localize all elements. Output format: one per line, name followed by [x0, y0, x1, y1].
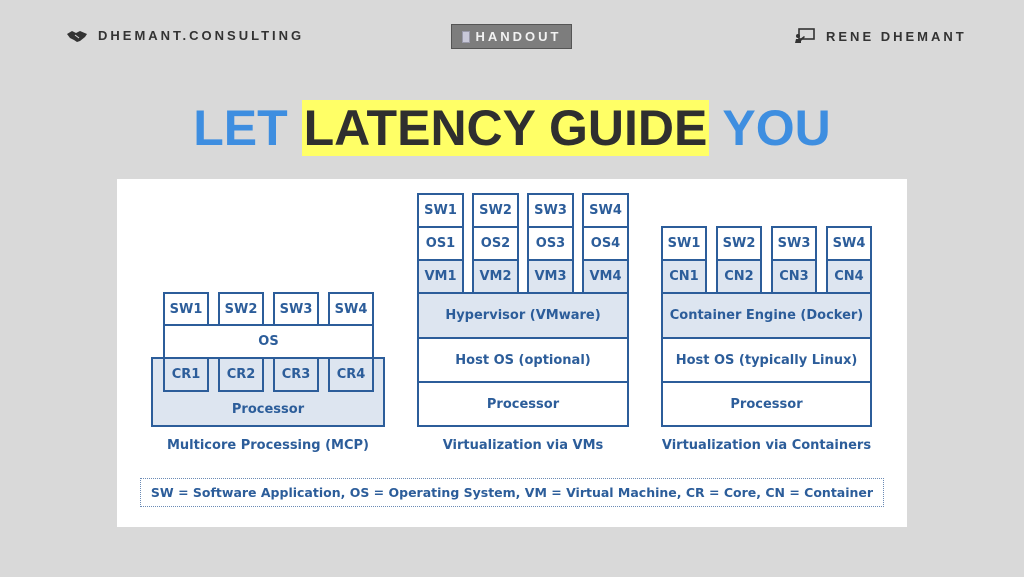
handout-badge: HANDOUT: [451, 24, 572, 49]
document-icon: [461, 30, 470, 43]
cn-sw2: SW2: [716, 226, 762, 261]
cn-cn1: CN1: [661, 259, 707, 294]
vm-os2: OS2: [472, 226, 519, 261]
cn-cn3: CN3: [771, 259, 817, 294]
mcp-sw3: SW3: [273, 292, 319, 326]
vm-host-os: Host OS (optional): [417, 337, 629, 383]
mcp-cr1: CR1: [163, 357, 209, 392]
cn-cn2: CN2: [716, 259, 762, 294]
mcp-cr4: CR4: [328, 357, 374, 392]
abbreviation-legend: SW = Software Application, OS = Operatin…: [140, 478, 884, 507]
mcp-sw4: SW4: [328, 292, 374, 326]
vm-vm4: VM4: [582, 259, 629, 294]
handout-label: HANDOUT: [475, 29, 562, 44]
cn-caption: Virtualization via Containers: [661, 438, 872, 453]
vm-os3: OS3: [527, 226, 574, 261]
vm-vm3: VM3: [527, 259, 574, 294]
mcp-cr2: CR2: [218, 357, 264, 392]
author-name: RENE DHEMANT: [826, 28, 967, 44]
vm-vm2: VM2: [472, 259, 519, 294]
cn-engine: Container Engine (Docker): [661, 292, 872, 339]
brand-name: DHEMANT.CONSULTING: [98, 28, 305, 43]
author: RENE DHEMANT: [794, 28, 967, 44]
mcp-caption: Multicore Processing (MCP): [166, 438, 369, 453]
page-title: LET LATENCY GUIDE YOU: [0, 97, 1024, 159]
mcp-sw2: SW2: [218, 292, 264, 326]
vm-sw3: SW3: [527, 193, 574, 228]
mcp-os: OS: [163, 324, 374, 359]
vm-caption: Virtualization via VMs: [442, 438, 604, 453]
cn-host-os: Host OS (typically Linux): [661, 337, 872, 383]
mcp-sw1: SW1: [163, 292, 209, 326]
vm-sw4: SW4: [582, 193, 629, 228]
title-highlight: LATENCY GUIDE: [301, 100, 710, 156]
vm-vm1: VM1: [417, 259, 464, 294]
vm-hypervisor: Hypervisor (VMware): [417, 292, 629, 339]
cn-sw1: SW1: [661, 226, 707, 261]
handshake-icon: [66, 29, 88, 43]
cn-sw3: SW3: [771, 226, 817, 261]
cn-processor: Processor: [661, 381, 872, 427]
vm-sw1: SW1: [417, 193, 464, 228]
mcp-cr3: CR3: [273, 357, 319, 392]
vm-processor: Processor: [417, 381, 629, 427]
title-prefix: LET: [193, 100, 288, 156]
cn-sw4: SW4: [826, 226, 872, 261]
title-suffix: YOU: [722, 100, 831, 156]
presenter-icon: [794, 28, 816, 44]
brand: DHEMANT.CONSULTING: [66, 28, 304, 43]
vm-os4: OS4: [582, 226, 629, 261]
vm-os1: OS1: [417, 226, 464, 261]
vm-sw2: SW2: [472, 193, 519, 228]
cn-cn4: CN4: [826, 259, 872, 294]
